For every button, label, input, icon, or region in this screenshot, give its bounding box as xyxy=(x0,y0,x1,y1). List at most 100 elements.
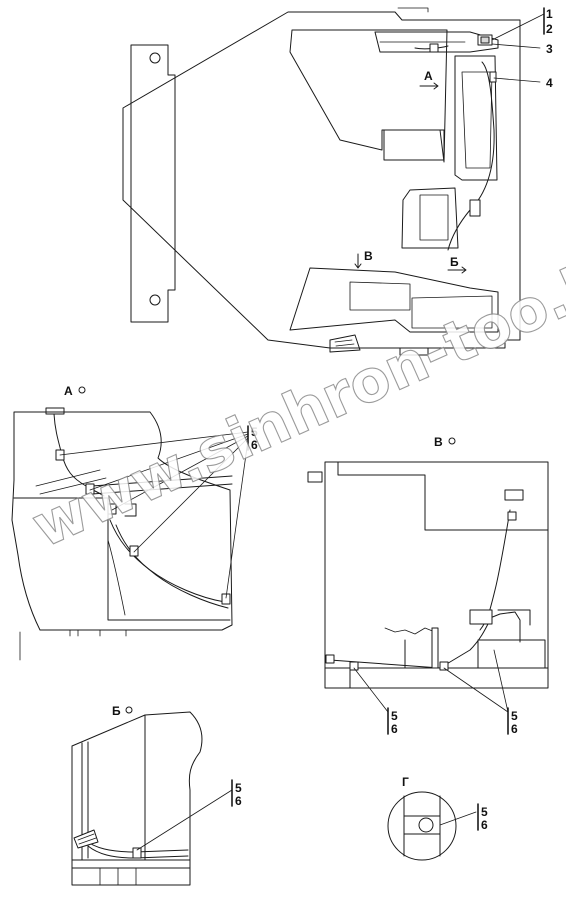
relay-block-face xyxy=(480,36,490,44)
console-box xyxy=(383,129,445,161)
watermark-text: www.sinhron-too.kz xyxy=(22,234,566,561)
view-v-clip-floor xyxy=(349,661,359,671)
bottom-connector xyxy=(329,334,361,353)
view-b-connector-ribs xyxy=(77,833,97,845)
leader-1-2 xyxy=(491,13,545,41)
view-g-circle xyxy=(387,791,457,861)
callout-6-view-v-right: 6 xyxy=(511,722,518,736)
view-g-leader xyxy=(439,811,477,826)
callout-5-view-v-left: 5 xyxy=(391,709,398,723)
view-v-harness-right xyxy=(489,611,521,643)
clip-top xyxy=(429,43,439,53)
bolt-hole-bottom xyxy=(149,294,161,306)
main-harness xyxy=(447,61,495,251)
view-a-leaders xyxy=(59,431,249,599)
callout-5-view-b: 5 xyxy=(235,781,242,795)
view-a-bracket xyxy=(124,503,137,517)
view-v xyxy=(307,437,549,735)
view-v-clip-top xyxy=(507,511,517,521)
view-b xyxy=(71,706,233,886)
view-v-tab xyxy=(307,471,323,483)
view-g-title: Г xyxy=(402,775,409,789)
leader-3 xyxy=(491,43,541,49)
lower-console-block xyxy=(349,281,411,311)
pillar-window xyxy=(461,71,493,169)
left-bracket xyxy=(130,44,176,323)
arrow-v-symbol xyxy=(354,253,362,269)
callout-5-view-v-right: 5 xyxy=(511,709,518,723)
view-v-leader-left xyxy=(353,667,389,713)
main-view-cab xyxy=(122,7,545,356)
view-b-floor-ribs xyxy=(99,867,137,886)
view-arrow-b-label: Б xyxy=(450,255,459,269)
view-b-clip xyxy=(132,847,142,859)
top-rail xyxy=(374,31,499,53)
clip-mid xyxy=(469,199,481,217)
view-a-bottom-studs xyxy=(69,629,127,637)
view-v-harness-right2 xyxy=(497,609,531,626)
callout-6-view-v-left: 6 xyxy=(391,722,398,736)
callout-6-view-g: 6 xyxy=(481,818,488,832)
view-a-harness-top xyxy=(53,413,105,497)
view-arrow-a-label: А xyxy=(424,69,433,83)
connector-ribs xyxy=(334,339,355,347)
view-v-title-mark xyxy=(448,437,456,445)
callout-2: 2 xyxy=(546,22,553,36)
callout-1: 1 xyxy=(546,7,553,21)
bottom-foot xyxy=(399,347,429,356)
view-v-title: В xyxy=(434,435,443,449)
view-a-harness-branch xyxy=(107,539,126,616)
view-g-cable xyxy=(418,817,434,833)
top-tab xyxy=(397,7,429,13)
view-v-connector-cluster xyxy=(469,609,493,625)
view-a-clip-3 xyxy=(107,503,117,515)
view-v-frame xyxy=(324,461,549,689)
view-b-outline xyxy=(71,711,203,886)
view-arrow-v-label: В xyxy=(364,249,373,263)
view-v-upper-panel xyxy=(337,461,549,531)
view-a xyxy=(11,386,249,661)
view-v-terminal-strip xyxy=(431,627,439,669)
clip-right xyxy=(489,71,497,83)
view-g xyxy=(387,791,479,861)
view-v-leaders-right xyxy=(443,649,509,713)
cab-outline xyxy=(122,11,521,349)
view-a-rail xyxy=(35,469,107,495)
callout-5-view-a: 5 xyxy=(251,425,258,439)
view-a-title-mark xyxy=(78,386,86,394)
callout-6-view-a: 6 xyxy=(251,438,258,452)
callout-6-view-b: 6 xyxy=(235,794,242,808)
lower-right-panel xyxy=(411,295,493,329)
view-a-title: А xyxy=(64,384,73,398)
view-a-inner-frame xyxy=(13,497,231,621)
view-v-connector-row xyxy=(384,627,436,635)
view-b-floor xyxy=(71,859,191,869)
callout-4: 4 xyxy=(546,76,553,90)
view-v-connector-top xyxy=(504,489,524,501)
callout-3: 3 xyxy=(546,42,553,56)
arrow-b-symbol xyxy=(447,266,467,274)
view-v-clip-left xyxy=(325,654,335,664)
view-a-harness-curve2 xyxy=(115,524,229,609)
view-a-clip-5 xyxy=(221,593,231,605)
upper-panel xyxy=(289,29,448,163)
lower-console xyxy=(289,267,499,333)
view-a-top-fitting xyxy=(45,407,65,415)
view-b-leader xyxy=(136,789,233,851)
view-v-clip-mid xyxy=(439,661,449,671)
view-v-box xyxy=(477,639,546,669)
view-b-title-mark xyxy=(125,706,133,714)
right-pillar xyxy=(454,55,498,181)
middle-box-inner xyxy=(419,194,449,241)
view-b-title: Б xyxy=(112,704,121,718)
view-v-posts xyxy=(404,627,433,669)
leader-4 xyxy=(493,77,541,83)
arrow-a-symbol xyxy=(419,82,439,90)
bolt-hole-top xyxy=(149,52,161,64)
callout-5-view-g: 5 xyxy=(481,805,488,819)
middle-box xyxy=(401,187,459,249)
view-a-clip-4 xyxy=(129,545,139,557)
view-v-harness-floor xyxy=(329,619,491,669)
